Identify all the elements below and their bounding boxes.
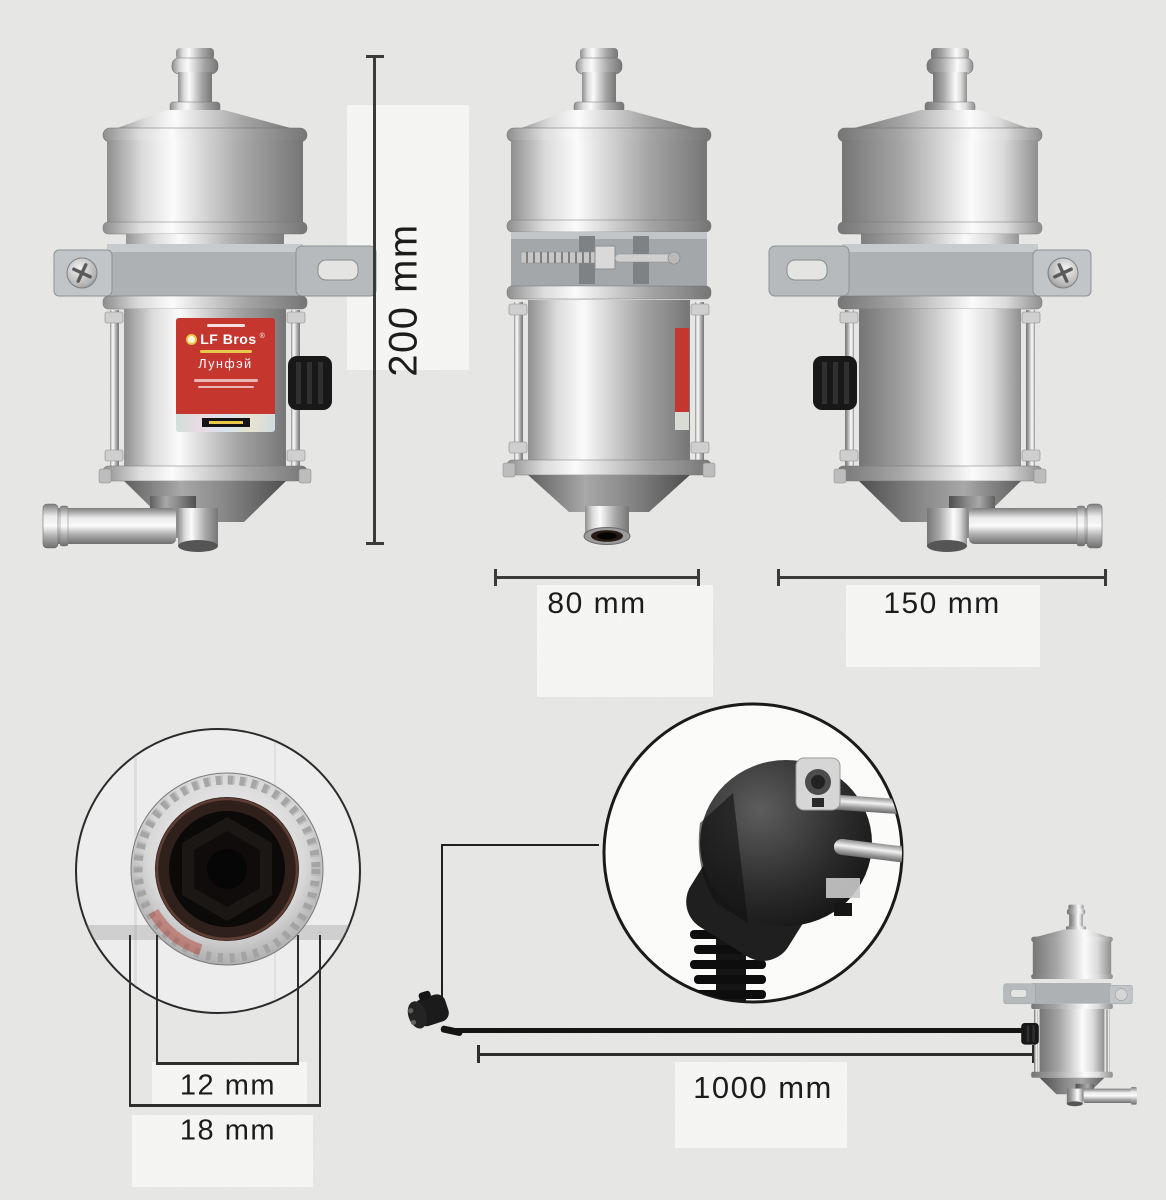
dim-tick-side-left (494, 569, 497, 586)
leader-line-vertical (441, 844, 443, 1008)
front-top-barb-fitting (169, 48, 221, 113)
dim-label-height: 200 mm (381, 223, 426, 377)
clamp-threaded-screw (520, 245, 681, 270)
label-tagline-bar (199, 350, 252, 353)
front-shoulder (112, 110, 298, 130)
side-tie-rods (508, 302, 710, 460)
label-microtext-bar (206, 324, 245, 327)
plug-marking-plate (826, 878, 860, 898)
back-heater-body (859, 309, 1021, 467)
dim-tick-cable-right (1032, 1045, 1035, 1063)
plug-marking-dark (834, 903, 852, 916)
power-plug-small (407, 990, 463, 1036)
dim-label-inner-diameter: 12 mm (179, 1069, 277, 1102)
plug-cable-exit (440, 1025, 463, 1036)
dim-tick-height-top (366, 55, 384, 58)
dim-tick-front-right (1104, 569, 1107, 586)
dim-label-cable-length: 1000 mm (693, 1070, 833, 1105)
leader-line-horizontal (441, 844, 599, 846)
model-name-cyrillic: Лунфэй (198, 357, 253, 371)
patch-behind-80mm (537, 585, 713, 697)
heater-front-view (42, 48, 377, 552)
heater-back-view (768, 48, 1103, 552)
back-shoulder (847, 110, 1033, 130)
mini-power-connector (1021, 1023, 1039, 1045)
side-outlet-stub (583, 506, 631, 545)
side-top-barb-fitting (573, 48, 625, 113)
dim-line-side-width (495, 576, 700, 579)
front-top-cap (102, 127, 308, 235)
mini-bracket (1003, 983, 1133, 1004)
power-connector-socket (813, 356, 857, 410)
label-microtext-bar (197, 385, 254, 388)
side-clamp-band-with-screw (511, 232, 707, 286)
label-microtext-bar (193, 379, 258, 382)
dim-line-height (373, 56, 376, 545)
side-clamp-ring-bottom (502, 459, 716, 478)
ext-line-inner-left (156, 935, 158, 1064)
back-top-cap (837, 127, 1043, 235)
registered-mark: ® (259, 332, 265, 340)
side-top-cap (506, 127, 712, 233)
bracket-slot-hole (786, 259, 828, 281)
power-connector-socket (288, 356, 332, 410)
patch-behind-200mm (347, 105, 469, 370)
dim-line-inner-diameter (156, 1062, 299, 1065)
heater-small-view (1003, 904, 1137, 1107)
back-clamp-ring-bottom (833, 465, 1047, 484)
dim-label-front-width: 150 mm (883, 587, 1001, 620)
brand-name: LF Bros (200, 331, 257, 347)
schuko-plug-illustration (686, 757, 902, 1002)
label-hologram-strip (176, 414, 275, 432)
dim-line-front-width (778, 576, 1107, 579)
side-shoulder (516, 110, 702, 130)
dim-tick-cable-left (477, 1045, 480, 1063)
pipe-end-detail-circle (75, 728, 361, 1014)
front-outlet-pipe-left (42, 496, 196, 549)
bracket-screw (66, 257, 98, 289)
patch-behind-12mm (152, 1062, 307, 1104)
back-top-barb-fitting (924, 48, 976, 113)
side-heater-body (528, 300, 690, 460)
dim-label-outer-diameter: 18 mm (179, 1114, 277, 1147)
red-reflection (136, 778, 318, 960)
back-outlet-pipe (949, 496, 1103, 549)
side-clamp-ring-top (506, 285, 712, 300)
patch-behind-1000mm (675, 1062, 847, 1148)
ext-line-inner-right (297, 935, 299, 1064)
pipe-end-bore (169, 811, 285, 927)
front-clamp-ring-bottom (98, 465, 312, 484)
plug-pin-bottom (833, 838, 902, 866)
hologram-badge (201, 418, 250, 427)
plug-earth-contact (795, 757, 841, 811)
power-plug-detail-circle (602, 702, 904, 1004)
product-label-red-area: LF Bros ® Лунфэй (176, 318, 275, 414)
patch-behind-18mm (132, 1115, 313, 1187)
plug-side-shadow (698, 793, 748, 923)
heater-side-view (502, 48, 716, 545)
dim-line-outer-diameter (129, 1104, 321, 1107)
front-clamp-ring-top (102, 295, 308, 310)
back-outlet-stub-bottom (927, 508, 967, 552)
side-label-edge (675, 328, 689, 430)
bracket-screw (1047, 257, 1079, 289)
ext-line-outer-left (129, 935, 131, 1106)
power-cable (452, 1028, 1036, 1033)
dim-tick-front-left (777, 569, 780, 586)
brand-logo-icon (186, 333, 198, 345)
dim-tick-height-bottom (366, 542, 384, 545)
front-mounting-bracket (53, 244, 377, 297)
ext-line-outer-right (319, 935, 321, 1106)
dim-tick-side-right (697, 569, 700, 586)
side-bottom-cone (528, 475, 690, 512)
product-label: LF Bros ® Лунфэй (176, 318, 275, 432)
back-clamp-ring-top (837, 295, 1043, 310)
back-mounting-bracket (768, 244, 1092, 297)
dim-label-side-width: 80 mm (547, 587, 647, 620)
patch-behind-150mm (846, 585, 1040, 667)
front-outlet-stub-bottom (178, 508, 218, 552)
bracket-slot-hole (317, 259, 359, 281)
dim-line-cable (478, 1053, 1034, 1056)
